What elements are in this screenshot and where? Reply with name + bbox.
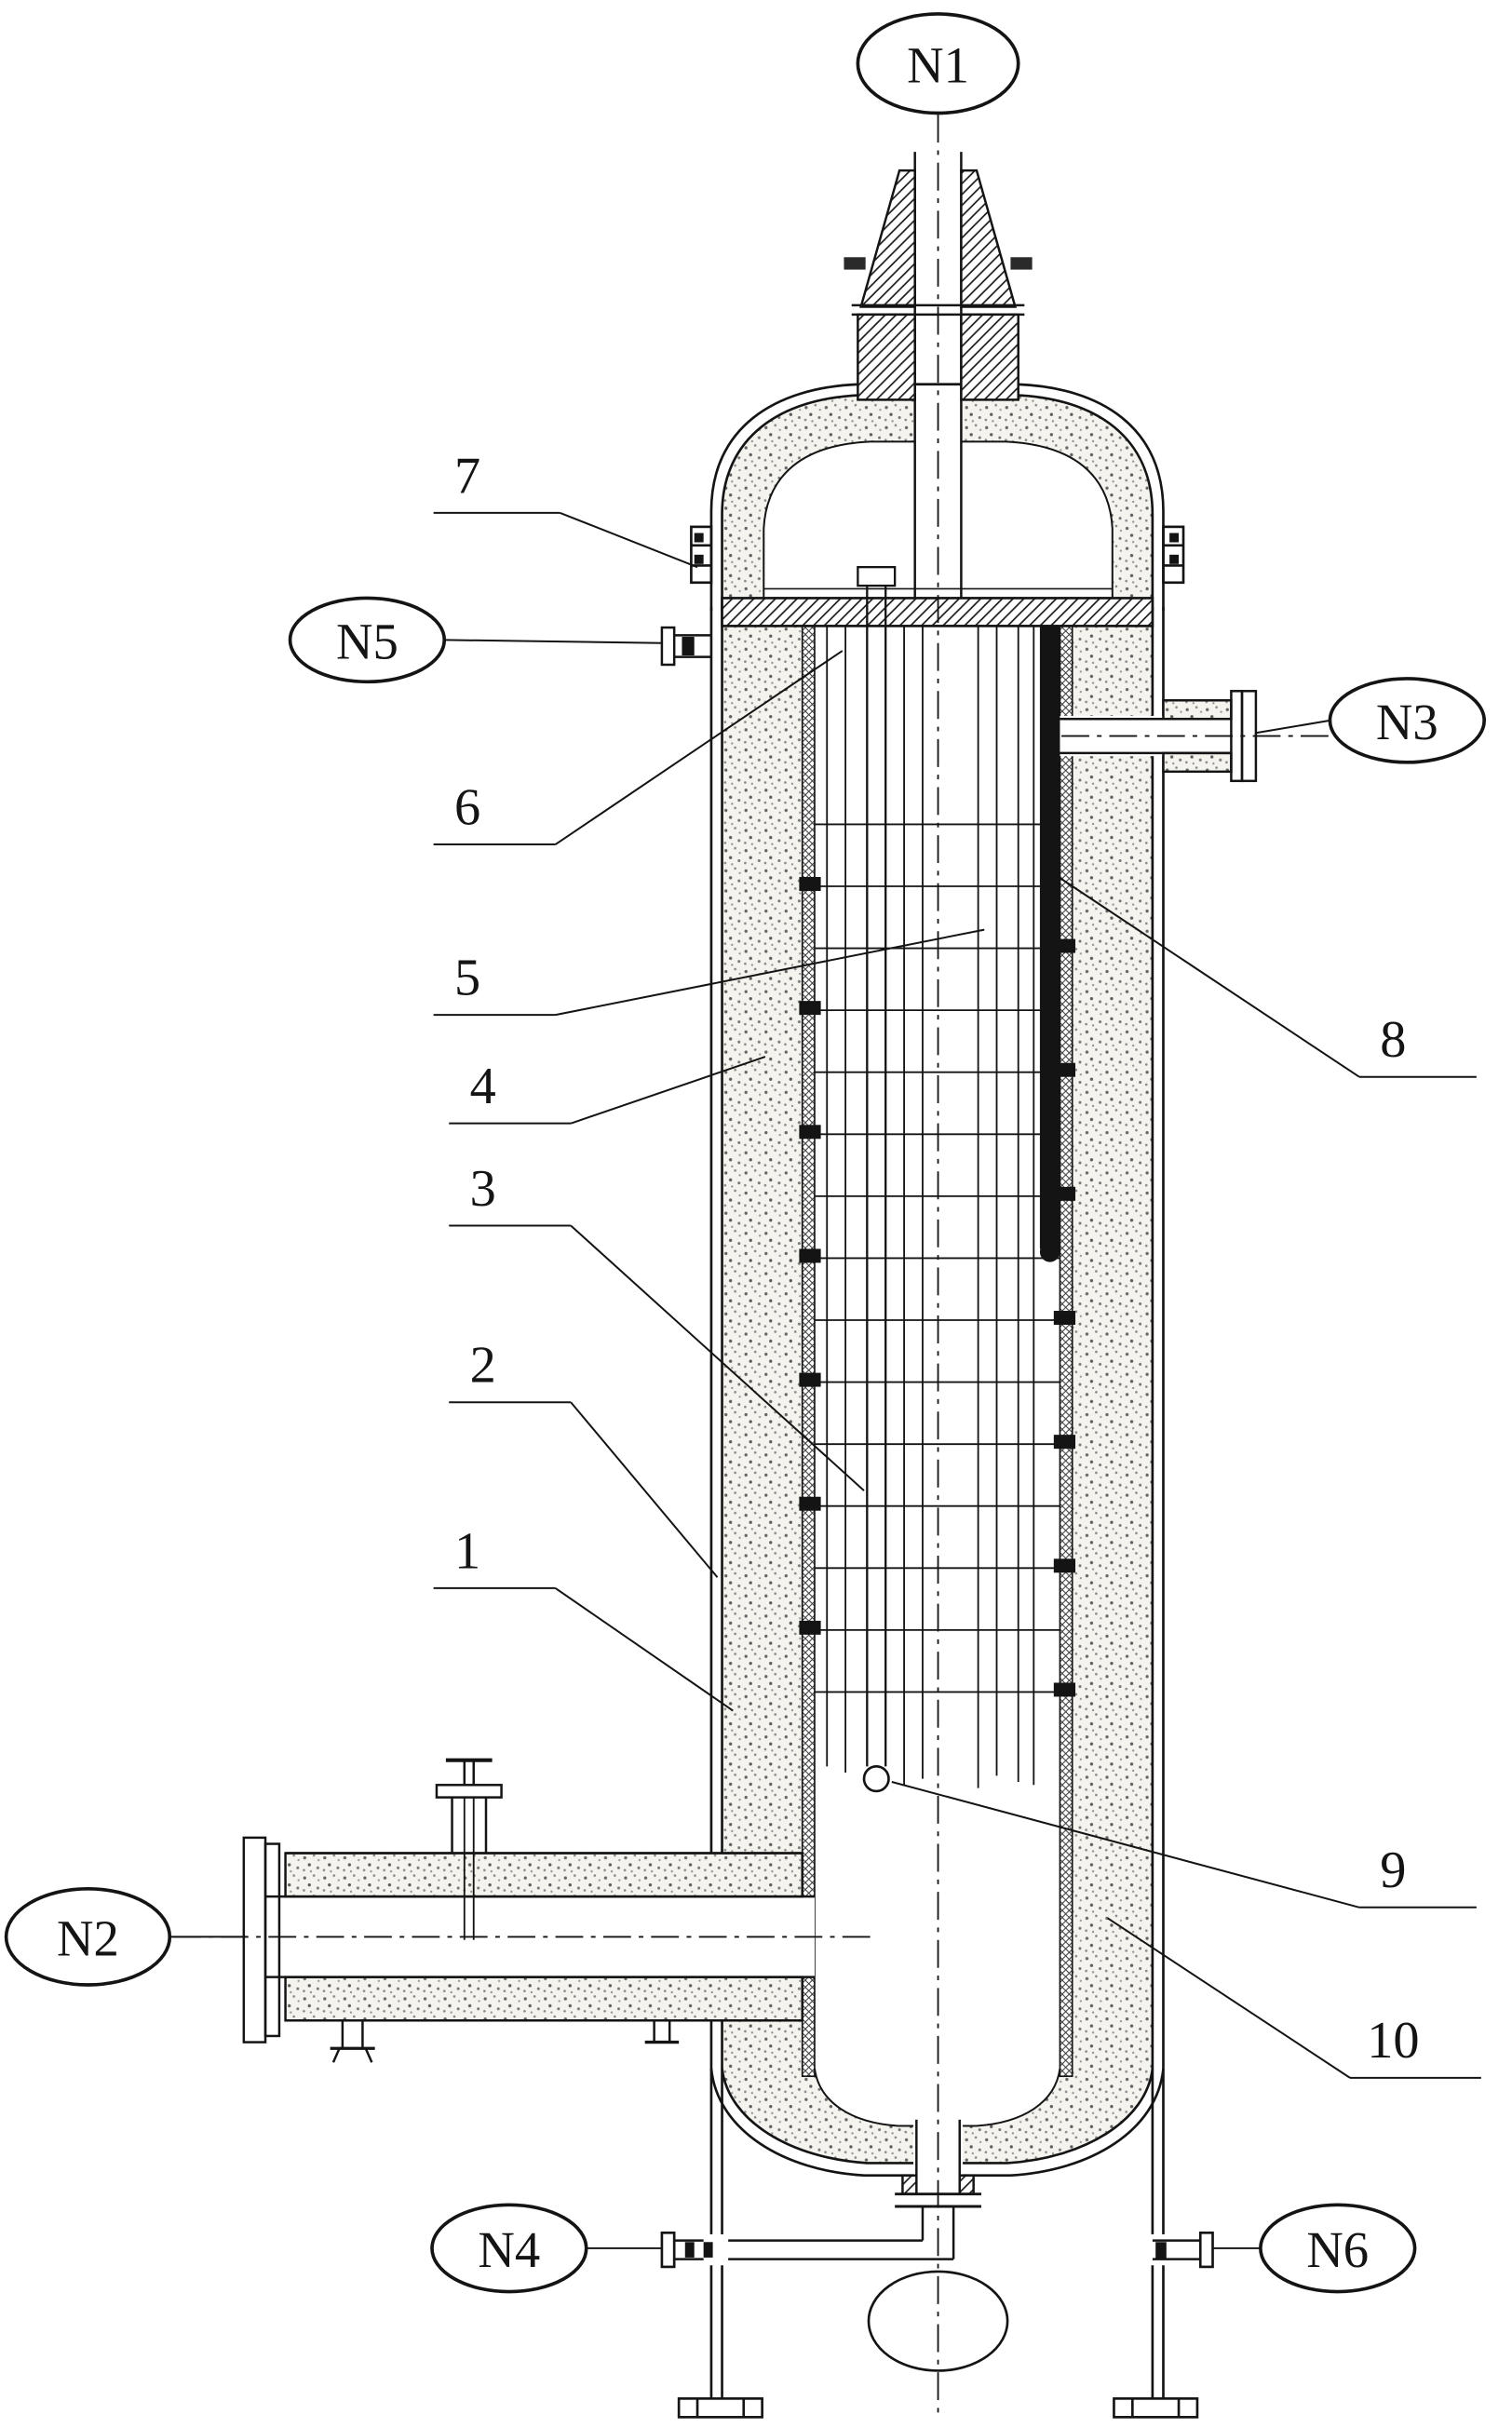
- part-label-10-text: 10: [1367, 2012, 1419, 2070]
- part-label-1-text: 1: [454, 1522, 480, 1580]
- n5-bolt: [682, 637, 695, 656]
- thermowell-tip: [862, 1765, 890, 1793]
- part-label-3-text: 3: [470, 1160, 496, 1218]
- callout-n5-label: N5: [336, 613, 398, 669]
- part-label-4-text: 4: [470, 1058, 496, 1115]
- base-ring-right: [1113, 2397, 1199, 2419]
- nozzle-n4: [660, 2231, 729, 2269]
- part-label-9: 9: [891, 1781, 1477, 1909]
- catalyst-tubes: [826, 626, 1035, 1788]
- callout-n3: N3: [1255, 677, 1486, 764]
- part-label-10: 10: [1107, 1917, 1481, 2079]
- bottom-head-lining: [722, 2068, 1153, 2164]
- top-head-outer-line: [709, 383, 1165, 611]
- part-label-6: 6: [433, 650, 844, 846]
- callout-n4-label: N4: [478, 2221, 540, 2278]
- girth-flange-left: [690, 525, 713, 585]
- part-label-1: 1: [433, 1522, 734, 1712]
- n4-bolt1: [684, 2242, 695, 2258]
- n6-bolt: [1155, 2242, 1167, 2259]
- callout-n2-label: N2: [57, 1910, 119, 1967]
- n1-cone-wall-left: [859, 169, 916, 308]
- girth-flange-right: [1162, 525, 1185, 585]
- dip-tube: [1039, 626, 1060, 1262]
- n1-cone-wall-right: [960, 169, 1018, 308]
- callout-n2: N2: [4, 1886, 248, 1987]
- part-label-5: 5: [433, 928, 985, 1017]
- support-skirt: [660, 2231, 1214, 2419]
- n4-end-plate: [660, 2231, 676, 2269]
- inner-liner-left: [801, 625, 816, 2078]
- callout-n1: N1: [856, 12, 1020, 115]
- part-label-9-text: 9: [1380, 1841, 1406, 1899]
- drain-wall-left: [901, 2174, 918, 2195]
- nozzle-n6: [1147, 2231, 1214, 2269]
- part-label-6-text: 6: [454, 778, 480, 836]
- n2-top-fitting: [435, 1758, 503, 1940]
- base-ring-left: [677, 2397, 763, 2419]
- part-label-8-text: 8: [1380, 1011, 1406, 1069]
- skirt-access-opening: [867, 2270, 1009, 2372]
- callout-n1-label: N1: [907, 36, 969, 93]
- n1-neck-wall-right: [960, 313, 1019, 401]
- n6-end-plate: [1198, 2231, 1214, 2269]
- callout-n5: N5: [288, 596, 662, 684]
- part-label-4: 4: [449, 1056, 766, 1125]
- shell-lining-left: [722, 610, 803, 2077]
- n2-support-legs: [330, 2020, 680, 2063]
- n2-bore-cut: [265, 1896, 815, 1977]
- nozzle-callouts: N1 N5 N3 N2 N4 N6: [4, 12, 1486, 2294]
- n3-wall-top: [1162, 699, 1233, 721]
- nozzle-n5: [660, 626, 711, 667]
- part-label-3: 3: [449, 1160, 865, 1491]
- inner-liner-right: [1059, 625, 1073, 2078]
- callout-n4: N4: [430, 2203, 662, 2294]
- nozzle-n1-assembly: [844, 152, 1033, 599]
- part-label-7-text: 7: [454, 447, 480, 505]
- nozzle-n2-assembly: [242, 1758, 815, 2063]
- drain-wall-right: [958, 2174, 975, 2195]
- part-label-8: 8: [1058, 876, 1477, 1078]
- vessel-body: [690, 383, 1185, 2399]
- part-label-2-text: 2: [470, 1336, 496, 1394]
- callout-n3-label: N3: [1376, 694, 1438, 750]
- part-label-7: 7: [433, 447, 698, 569]
- n1-lug-left: [844, 257, 866, 270]
- n4-bolt2: [703, 2242, 713, 2258]
- shell-lining-right: [1072, 610, 1153, 2077]
- n2-wall-top: [284, 1852, 803, 1898]
- part-label-5-text: 5: [454, 949, 480, 1006]
- part-label-2: 2: [449, 1336, 719, 1578]
- n1-lug-right: [1010, 257, 1033, 270]
- centerlines: [172, 115, 1330, 2421]
- callout-n6-label: N6: [1306, 2221, 1369, 2278]
- n2-wall-bottom: [284, 1976, 803, 2022]
- n1-neck-wall-left: [857, 313, 916, 401]
- n3-wall-bottom: [1162, 751, 1233, 774]
- thermowell: [857, 565, 897, 1793]
- callout-n6: N6: [1212, 2203, 1417, 2294]
- n2-flange-ring2: [263, 1842, 281, 2038]
- n5-end-plate: [660, 626, 676, 667]
- part-labels: 7 6 5 4 3 2 1: [433, 447, 1481, 2079]
